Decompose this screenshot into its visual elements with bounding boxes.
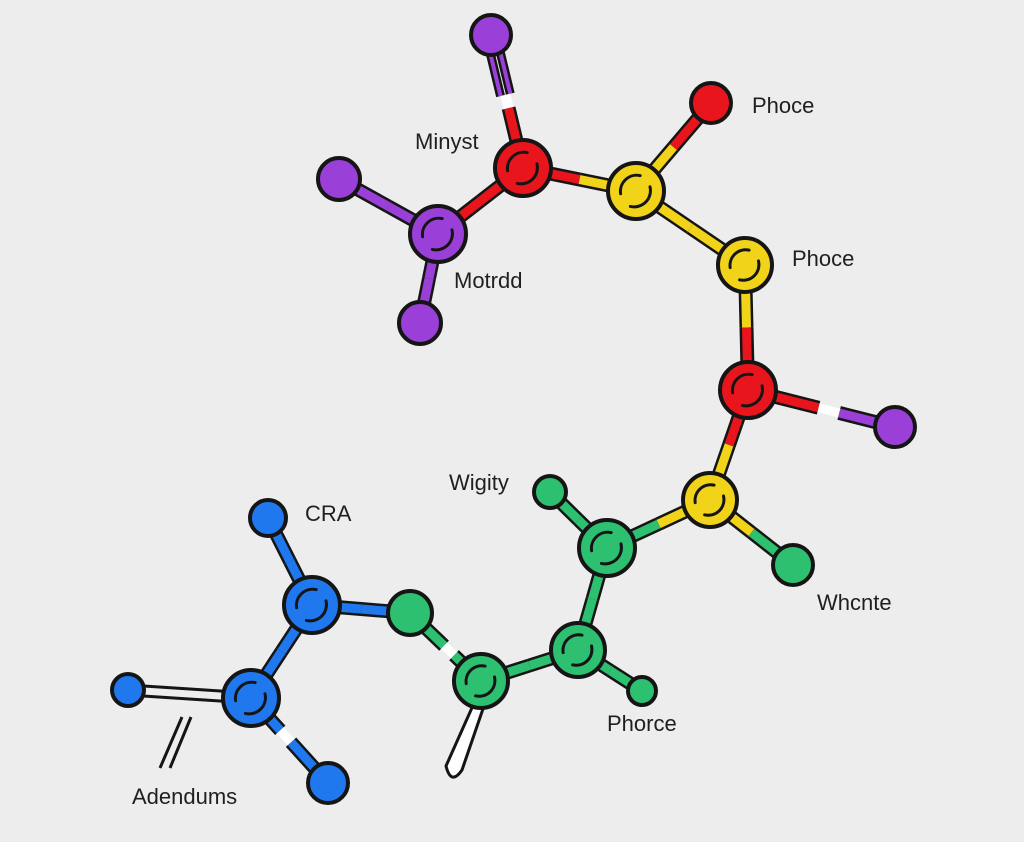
bond-purple-top-red-hub-gap (500, 93, 514, 110)
yellow-atom-3 (681, 471, 739, 529)
label-phoce-top: Phoce (752, 93, 815, 118)
blue-bottom-atom (306, 761, 350, 805)
label-adendums: Adendums (132, 784, 238, 809)
purple-hub-atom (408, 204, 468, 264)
bond-red-2-purple-right-gap (817, 403, 841, 418)
purple-top-atom (469, 13, 513, 57)
label-cra: CRA (305, 501, 352, 526)
green-atom-2 (549, 621, 607, 679)
bond-green-center-green-left-gap (440, 642, 458, 659)
label-minyst: Minyst (415, 129, 479, 154)
blue-top-atom (248, 498, 288, 538)
red-hub-atom (493, 138, 553, 198)
yellow-hub-atom (606, 161, 666, 221)
atoms-layer (110, 13, 917, 805)
label-phoce-mid: Phoce (792, 246, 855, 271)
bond-blue-left-blue-2-fork-a (158, 716, 184, 769)
purple-right-atom (873, 405, 917, 449)
green-hub-atom (577, 518, 637, 578)
green-top-atom (532, 474, 568, 510)
blue-hub-atom (282, 575, 342, 635)
blue-left-atom (110, 672, 146, 708)
purple-left-atom (316, 156, 362, 202)
red-top-atom (689, 81, 733, 125)
blue-atom-2 (221, 668, 281, 728)
bond-blue-2-blue-bottom-gap (276, 727, 295, 746)
green-small-atom (626, 675, 658, 707)
purple-bottom-atom (397, 300, 443, 346)
green-left-atom (386, 589, 434, 637)
red-atom-2 (718, 360, 778, 420)
yellow-atom-2 (716, 236, 774, 294)
bond-blue-left-blue-2-fork-b (168, 716, 193, 769)
label-whcnte: Whcnte (817, 590, 892, 615)
label-wigity: Wigity (449, 470, 509, 495)
label-motrdd: Motrdd (454, 268, 523, 293)
label-phorce: Phorce (607, 711, 677, 736)
green-center-atom (452, 652, 510, 710)
bond-green-pendant (444, 700, 487, 779)
green-right-atom (771, 543, 815, 587)
